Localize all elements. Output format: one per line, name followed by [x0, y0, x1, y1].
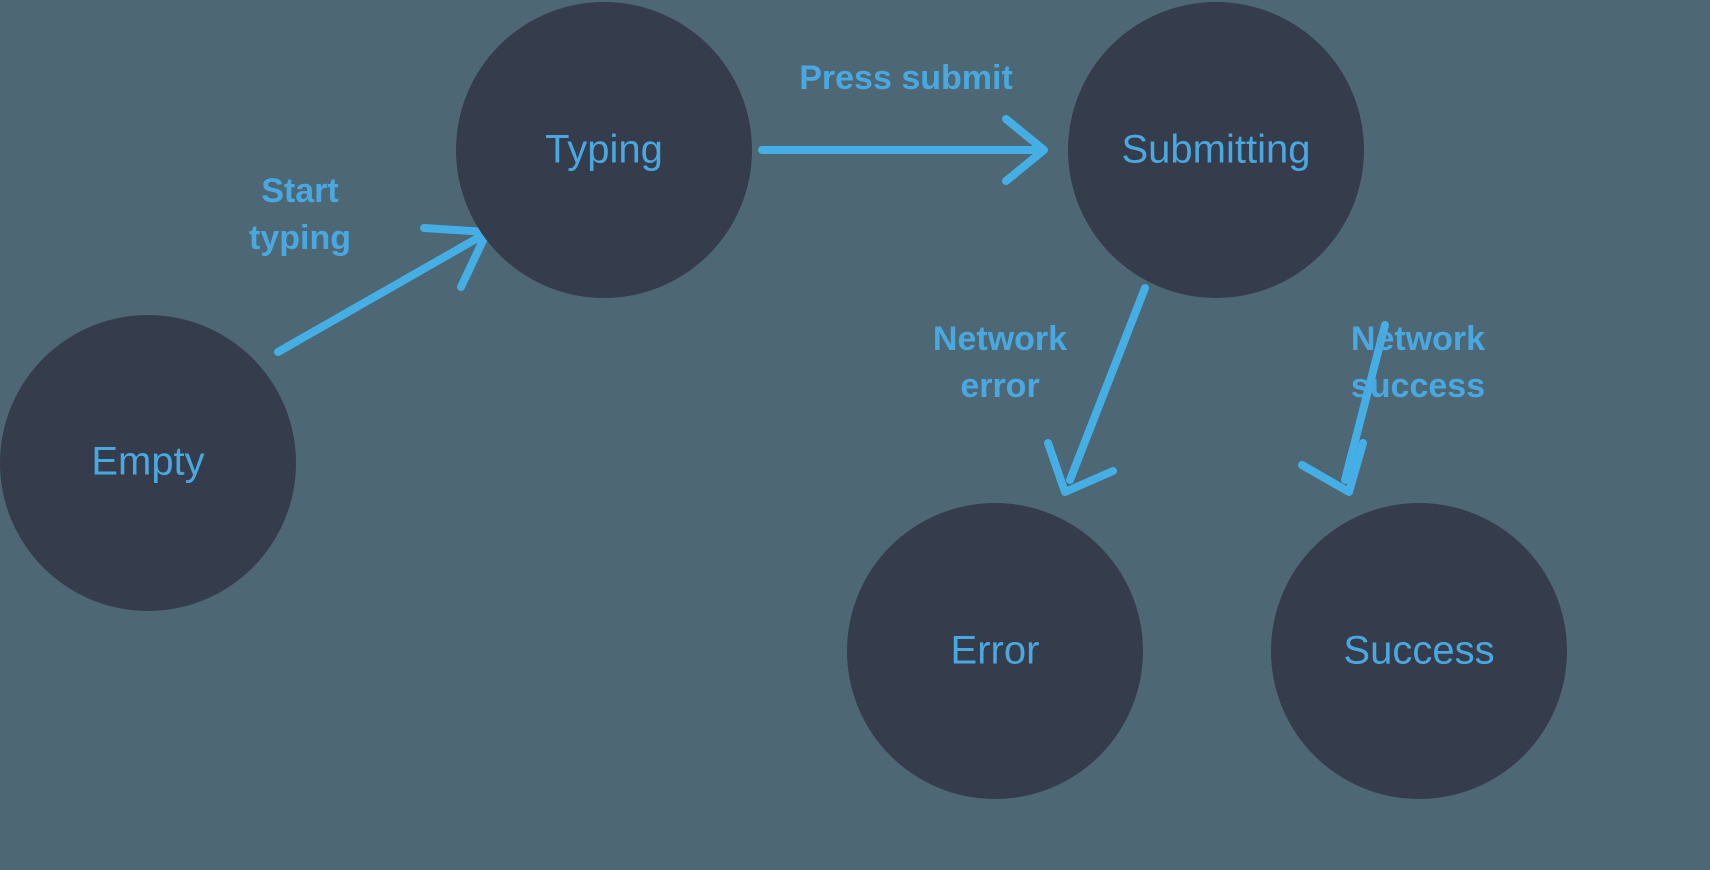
edge-label-network-success-line2: success [1351, 367, 1485, 405]
edge-label-press-submit-line1: Press submit [799, 59, 1013, 97]
node-empty-circle[interactable] [0, 315, 296, 611]
edge-label-network-error-line1: Network [933, 320, 1067, 358]
node-error-circle[interactable] [847, 503, 1143, 799]
node-error-label: Error [951, 629, 1040, 673]
edge-start-typing-line [274, 231, 487, 356]
edge-network-error-arrowhead [1044, 439, 1117, 496]
edge-network-success-arrowhead [1298, 439, 1367, 496]
edge-network-success-line [1341, 321, 1389, 484]
node-submitting-circle[interactable] [1068, 2, 1364, 298]
edge-label-network-success: Network success [1351, 320, 1485, 405]
edge-label-start-typing-line1: Start [261, 172, 338, 210]
edge-network-success [1298, 321, 1389, 496]
edge-press-submit [758, 115, 1048, 185]
edge-label-start-typing-line2: typing [249, 219, 351, 257]
edge-network-error [1044, 284, 1149, 496]
node-typing-label: Typing [545, 128, 663, 172]
node-success[interactable]: Success [1271, 503, 1567, 799]
node-submitting[interactable]: Submitting [1068, 2, 1364, 298]
node-error[interactable]: Error [847, 503, 1143, 799]
edge-press-submit-arrowhead [1002, 115, 1048, 185]
node-submitting-label: Submitting [1122, 128, 1311, 172]
node-empty-label: Empty [91, 440, 204, 484]
edge-label-start-typing: Start typing [249, 172, 351, 257]
edge-label-press-submit: Press submit [799, 59, 1013, 97]
edge-label-network-error-line2: error [960, 367, 1039, 405]
edge-label-network-error: Network error [933, 320, 1067, 405]
edge-label-network-success-line1: Network [1351, 320, 1485, 358]
edge-network-error-line [1066, 284, 1149, 484]
node-empty[interactable]: Empty [0, 315, 296, 611]
node-typing-circle[interactable] [456, 2, 752, 298]
node-success-label: Success [1343, 629, 1494, 673]
node-success-circle[interactable] [1271, 503, 1567, 799]
node-typing[interactable]: Typing [456, 2, 752, 298]
